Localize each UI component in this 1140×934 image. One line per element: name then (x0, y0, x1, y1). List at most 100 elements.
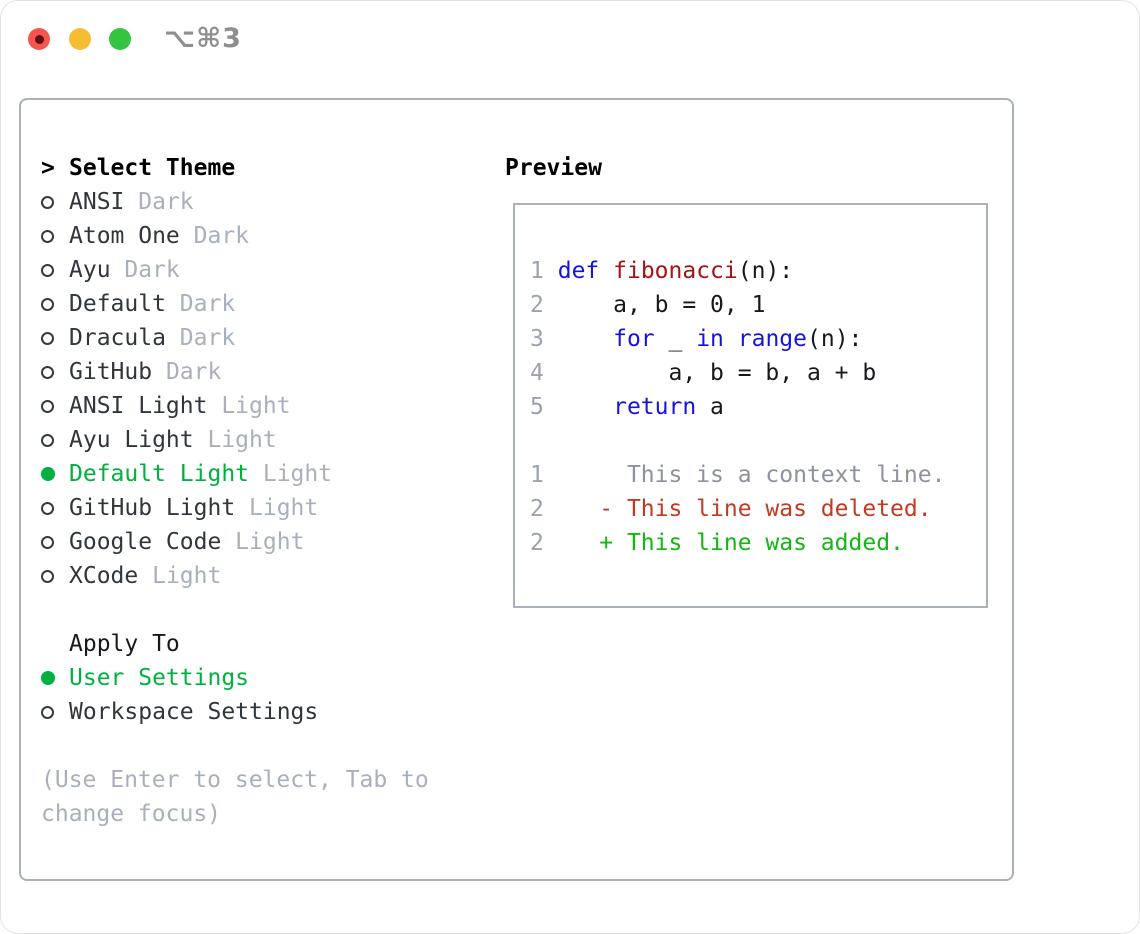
code-token: - This line was deleted. (543, 496, 932, 522)
theme-option-ayu[interactable]: Ayu Dark (41, 253, 481, 287)
keyboard-hint: change focus) (41, 797, 481, 831)
theme-name: Default Light (69, 461, 250, 487)
unsaved-changes-indicator-icon (34, 34, 44, 44)
radio-cell (41, 569, 69, 583)
code-token (544, 326, 613, 352)
theme-name: Ayu (69, 257, 111, 283)
line-number: 1 (530, 258, 544, 284)
code-line: 3 for _ in range(n): (530, 322, 986, 356)
code-line: 1 def fibonacci(n): (530, 254, 986, 288)
theme-variant-tag: Dark (110, 257, 180, 283)
radio-cell (41, 195, 69, 209)
theme-option-dracula[interactable]: Dracula Dark (41, 321, 481, 355)
code-token (544, 394, 613, 420)
close-button[interactable] (28, 28, 50, 50)
theme-option-ayu-light[interactable]: Ayu Light Light (41, 423, 481, 457)
radio-cell (41, 229, 69, 243)
radio-cell (41, 705, 69, 719)
code-token: range (737, 326, 808, 352)
theme-option-google-code[interactable]: Google Code Light (41, 525, 481, 559)
radio-unselected-icon (41, 365, 54, 379)
radio-unselected-icon (41, 195, 54, 209)
selection-prompt-icon: > (41, 155, 55, 181)
theme-option-default-light[interactable]: Default Light Light (41, 457, 481, 491)
code-line: 2 - This line was deleted. (530, 492, 986, 526)
radio-cell (41, 263, 69, 277)
theme-variant-tag: Light (207, 393, 291, 419)
code-token: for (613, 326, 655, 352)
code-token: This is a context line. (543, 462, 946, 488)
spacer-row (41, 593, 481, 627)
theme-variant-tag: Dark (179, 223, 250, 249)
apply-option-user-settings[interactable]: User Settings (41, 661, 481, 695)
theme-name: Ayu Light (69, 427, 194, 453)
radio-cell (41, 671, 69, 685)
radio-selected-icon (41, 467, 55, 481)
radio-unselected-icon (41, 297, 54, 311)
theme-option-github-light[interactable]: GitHub Light Light (41, 491, 481, 525)
theme-option-default[interactable]: Default Dark (41, 287, 481, 321)
line-number: 3 (530, 326, 544, 352)
apply-to-header: Apply To (41, 627, 481, 661)
theme-name: Atom One (69, 223, 180, 249)
theme-variant-tag: Light (193, 427, 277, 453)
theme-variant-tag: Light (249, 461, 333, 487)
theme-variant-tag: Dark (165, 291, 236, 317)
radio-cell (41, 501, 69, 515)
code-token (724, 326, 738, 352)
theme-name: GitHub (69, 359, 153, 385)
titlebar: ⌥⌘3 (1, 1, 1139, 77)
theme-variant-tag: Light (221, 529, 305, 555)
line-number: 2 (530, 496, 544, 522)
code-token: a (696, 394, 724, 420)
code-line: 1 This is a context line. (530, 458, 986, 492)
window-title: ⌥⌘3 (164, 23, 242, 54)
code-token: (n): (807, 326, 863, 352)
radio-cell (41, 331, 69, 345)
radio-unselected-icon (41, 433, 54, 447)
code-line: 5 return a (530, 390, 986, 424)
apply-option-workspace-settings[interactable]: Workspace Settings (41, 695, 481, 729)
code-token: + This line was added. (543, 530, 904, 556)
radio-unselected-icon (41, 705, 54, 719)
theme-variant-tag: Dark (152, 359, 222, 385)
radio-cell (41, 433, 69, 447)
code-token (544, 258, 558, 284)
theme-option-xcode[interactable]: XCode Light (41, 559, 481, 593)
theme-option-atom-one[interactable]: Atom One Dark (41, 219, 481, 253)
theme-variant-tag: Dark (124, 189, 194, 215)
line-number: 5 (530, 394, 544, 420)
theme-name: ANSI (69, 189, 125, 215)
radio-unselected-icon (41, 229, 54, 243)
zoom-button[interactable] (109, 28, 131, 50)
apply-to-title: Apply To (69, 631, 180, 657)
code-token: _ (654, 326, 697, 352)
radio-unselected-icon (41, 399, 54, 413)
code-line: 4 a, b = b, a + b (530, 356, 986, 390)
line-number: 2 (530, 292, 544, 318)
preview-heading: Preview (505, 155, 602, 181)
code-token: return (613, 394, 697, 420)
theme-option-ansi[interactable]: ANSI Dark (41, 185, 481, 219)
radio-selected-icon (41, 671, 55, 685)
theme-variant-tag: Dark (165, 325, 236, 351)
line-number: 1 (530, 462, 544, 488)
theme-name: GitHub Light (69, 495, 236, 521)
spacer-row (41, 729, 481, 763)
theme-variant-tag: Light (138, 563, 222, 589)
keyboard-hint: (Use Enter to select, Tab to (41, 763, 481, 797)
radio-cell (41, 467, 69, 481)
minimize-button[interactable] (69, 28, 91, 50)
radio-unselected-icon (41, 501, 54, 515)
theme-variant-tag: Light (235, 495, 319, 521)
radio-cell (41, 297, 69, 311)
theme-option-github[interactable]: GitHub Dark (41, 355, 481, 389)
theme-option-ansi-light[interactable]: ANSI Light Light (41, 389, 481, 423)
radio-unselected-icon (41, 331, 54, 345)
code-token: a, b = b, a + b (543, 360, 877, 386)
